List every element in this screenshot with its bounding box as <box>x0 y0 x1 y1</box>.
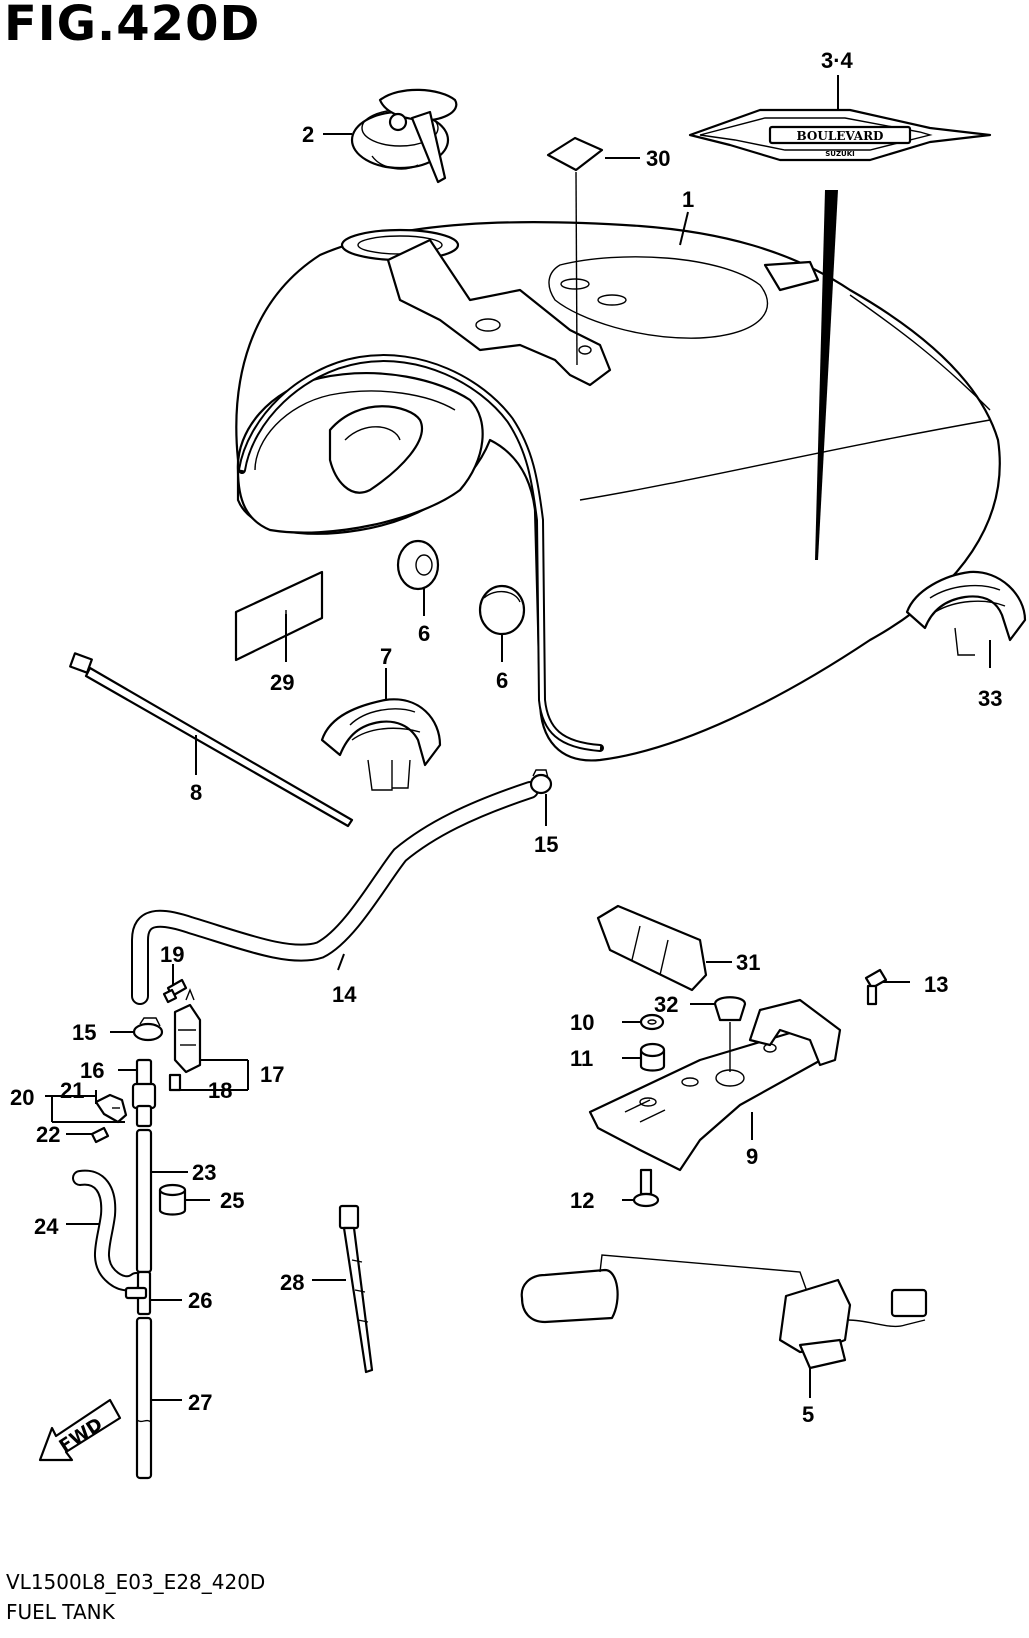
clamp-15a <box>529 769 553 795</box>
callout-labels: 1 2 3·4 30 6 6 7 29 33 8 15 14 19 15 16 … <box>10 48 1002 1427</box>
clamp-15b <box>132 1017 164 1042</box>
callout-10: 10 <box>570 1010 594 1035</box>
callout-7: 7 <box>380 644 392 669</box>
bracket-9 <box>588 998 842 1172</box>
callout-18: 18 <box>208 1078 232 1103</box>
callout-15-left: 15 <box>72 1020 96 1045</box>
callout-20: 20 <box>10 1085 34 1110</box>
callout-2: 2 <box>302 122 314 147</box>
callout-13: 13 <box>924 972 948 997</box>
callout-19: 19 <box>160 942 184 967</box>
section-name: FUEL TANK <box>6 1600 115 1624</box>
fuel-cap <box>350 88 458 184</box>
collar-10 <box>639 1013 665 1031</box>
callout-1: 1 <box>682 187 694 212</box>
cushion-31 <box>596 904 708 992</box>
cable-tie-28 <box>338 1204 374 1374</box>
callout-11: 11 <box>570 1046 593 1071</box>
callout-16: 16 <box>80 1058 104 1083</box>
cap-25 <box>158 1183 187 1216</box>
callout-29: 29 <box>270 670 294 695</box>
bolt-19 <box>162 978 188 1004</box>
cushion-7 <box>320 698 442 791</box>
callout-3-4: 3·4 <box>821 48 854 73</box>
hose-27 <box>135 1316 153 1480</box>
callout-25: 25 <box>220 1188 244 1213</box>
callout-15-top: 15 <box>534 832 558 857</box>
callout-31: 31 <box>736 950 760 975</box>
valve-16 <box>131 1058 157 1128</box>
callout-9: 9 <box>746 1144 758 1169</box>
callout-12: 12 <box>570 1188 594 1213</box>
callout-22: 22 <box>36 1122 60 1147</box>
callout-32: 32 <box>654 992 678 1017</box>
callout-27: 27 <box>188 1390 212 1415</box>
cushion-11 <box>639 1042 666 1072</box>
cushion-6b <box>478 584 526 636</box>
cushion-6a <box>396 539 440 591</box>
callout-23: 23 <box>192 1160 216 1185</box>
decal-brand-text: BOULEVARD <box>797 129 884 143</box>
cushion-32 <box>713 996 747 1072</box>
callout-6b: 6 <box>496 668 508 693</box>
boulevard-emblem-decal: BOULEVARD SUZUKI <box>688 108 992 162</box>
breather-hose-14 <box>131 781 539 1005</box>
model-code: VL1500L8_E03_E28_420D <box>6 1570 266 1594</box>
callout-30: 30 <box>646 146 670 171</box>
clip-18 <box>168 1073 182 1092</box>
figure-title: FIG.420D <box>4 0 261 52</box>
screw-22 <box>90 1126 110 1144</box>
hose-23 <box>135 1128 153 1274</box>
fwd-arrow-icon: FWD <box>38 1398 122 1462</box>
callout-21: 21 <box>60 1078 84 1103</box>
callout-8: 8 <box>190 780 202 805</box>
joint-26 <box>124 1270 152 1316</box>
label-sticker-30 <box>546 136 604 366</box>
callout-26: 26 <box>188 1288 212 1313</box>
callout-6a: 6 <box>418 621 430 646</box>
bracket-17 <box>173 988 202 1074</box>
callout-28: 28 <box>280 1270 304 1295</box>
cable-tie-8 <box>69 652 354 828</box>
label-sticker-29 <box>234 570 324 662</box>
callout-33: 33 <box>978 686 1002 711</box>
holder-21 <box>94 1093 128 1124</box>
callout-24: 24 <box>34 1214 59 1239</box>
callout-14: 14 <box>332 982 357 1007</box>
bolt-13 <box>864 968 888 1006</box>
cushion-33 <box>905 570 1027 656</box>
leader-lines <box>45 75 991 1401</box>
callout-17: 17 <box>260 1062 284 1087</box>
decal-sub-text: SUZUKI <box>825 150 855 158</box>
fuel-tank <box>235 190 1001 762</box>
hose-24 <box>72 1169 144 1292</box>
fuel-level-gauge-5 <box>520 1254 928 1370</box>
bolt-12 <box>632 1168 660 1208</box>
callout-5: 5 <box>802 1402 814 1427</box>
